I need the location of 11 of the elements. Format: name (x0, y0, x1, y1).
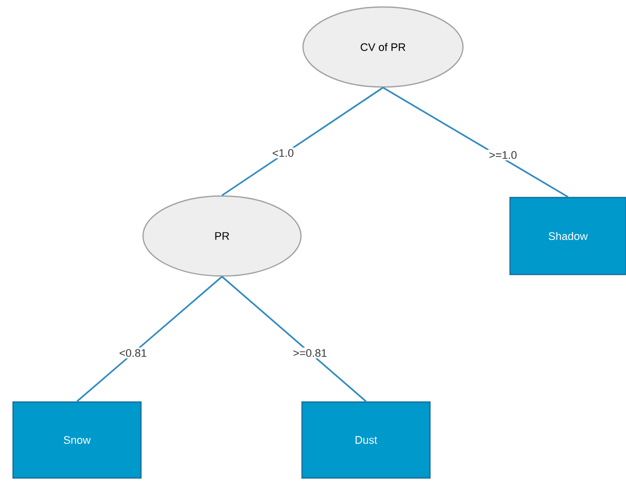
edge-label: <0.81 (118, 348, 148, 358)
edge-label: <1.0 (270, 148, 296, 158)
leaf-box: Dust (301, 401, 431, 479)
connector-line (382, 86, 568, 198)
leaf-box: Shadow (509, 196, 626, 276)
connector-line (222, 86, 384, 196)
connector-line (76, 276, 223, 402)
leaf-box: Snow (12, 401, 142, 479)
connector-line (221, 276, 367, 402)
edge-label: >=0.81 (291, 348, 329, 358)
edge-label: >=1.0 (488, 150, 519, 160)
